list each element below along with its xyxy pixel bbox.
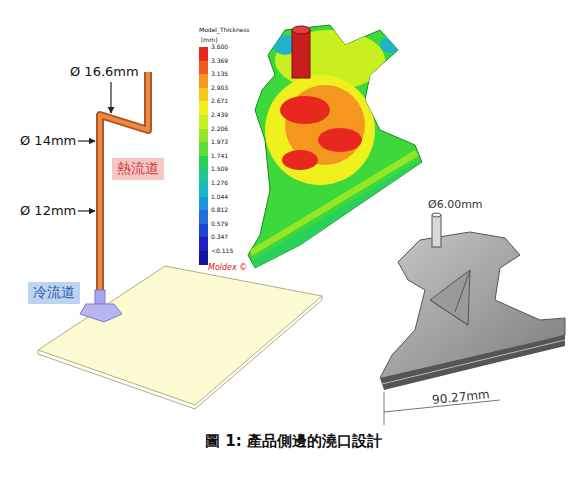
legend-swatch [199, 156, 208, 170]
legend-value: 3.135 [211, 70, 228, 77]
leader [78, 140, 95, 141]
legend-value: 1.741 [211, 152, 228, 159]
legend-swatch [199, 169, 208, 183]
legend-swatch [199, 237, 208, 251]
hot-runner-highlight [100, 72, 148, 292]
legend-value: 0.812 [211, 206, 228, 213]
leader [78, 210, 95, 211]
node-text: 熱流道 [117, 160, 159, 178]
dimension: Ø6.00mm [428, 198, 483, 211]
cold-runner [80, 290, 122, 322]
legend-title: Model_Thickness [199, 26, 250, 33]
legend-swatch [199, 142, 208, 156]
legend-value: 3.600 [211, 43, 228, 50]
legend-value: 1.509 [211, 165, 228, 172]
hot-runner [100, 72, 148, 292]
legend-swatch [199, 197, 208, 211]
legend-swatch [199, 251, 208, 265]
legend-value: 1.044 [211, 193, 228, 200]
legend-swatch [199, 183, 208, 197]
legend-value: 3.369 [211, 57, 228, 64]
caption: 圖 1: 產品側邊的澆口設計 [205, 432, 382, 451]
dimension: Ø 16.6mm [70, 64, 139, 79]
thickness-plot [248, 25, 425, 272]
legend-value: 2.206 [211, 125, 228, 132]
legend-unit: [mm] [201, 36, 217, 43]
legend-value: 1.973 [211, 138, 228, 145]
leader [110, 82, 111, 113]
label-box: 熱流道 [112, 158, 164, 180]
plate [38, 266, 322, 409]
legend-swatch [199, 101, 208, 115]
node-text: 冷流道 [33, 284, 75, 302]
watermark: Moldex © [208, 263, 247, 272]
legend-swatch [199, 224, 208, 238]
legend-swatch [199, 88, 208, 102]
legend-swatch [199, 47, 208, 61]
part-render [380, 213, 565, 425]
dimension: 90.27mm [431, 387, 490, 407]
legend-swatch [199, 129, 208, 143]
label-box: 冷流道 [28, 282, 80, 304]
dimension: Ø 12mm [20, 203, 76, 218]
legend-value: 2.439 [211, 111, 228, 118]
legend-value: 2.671 [211, 97, 228, 104]
legend-swatch [199, 115, 208, 129]
legend-swatch [199, 61, 208, 75]
legend-value: 1.276 [211, 179, 228, 186]
dimension: Ø 14mm [20, 133, 76, 148]
legend-value: 2.903 [211, 84, 228, 91]
legend-swatch [199, 210, 208, 224]
legend-value: 0.347 [211, 233, 228, 240]
legend-value: <0.115 [211, 247, 233, 254]
legend-value: 0.579 [211, 220, 228, 227]
legend-swatch [199, 74, 208, 88]
